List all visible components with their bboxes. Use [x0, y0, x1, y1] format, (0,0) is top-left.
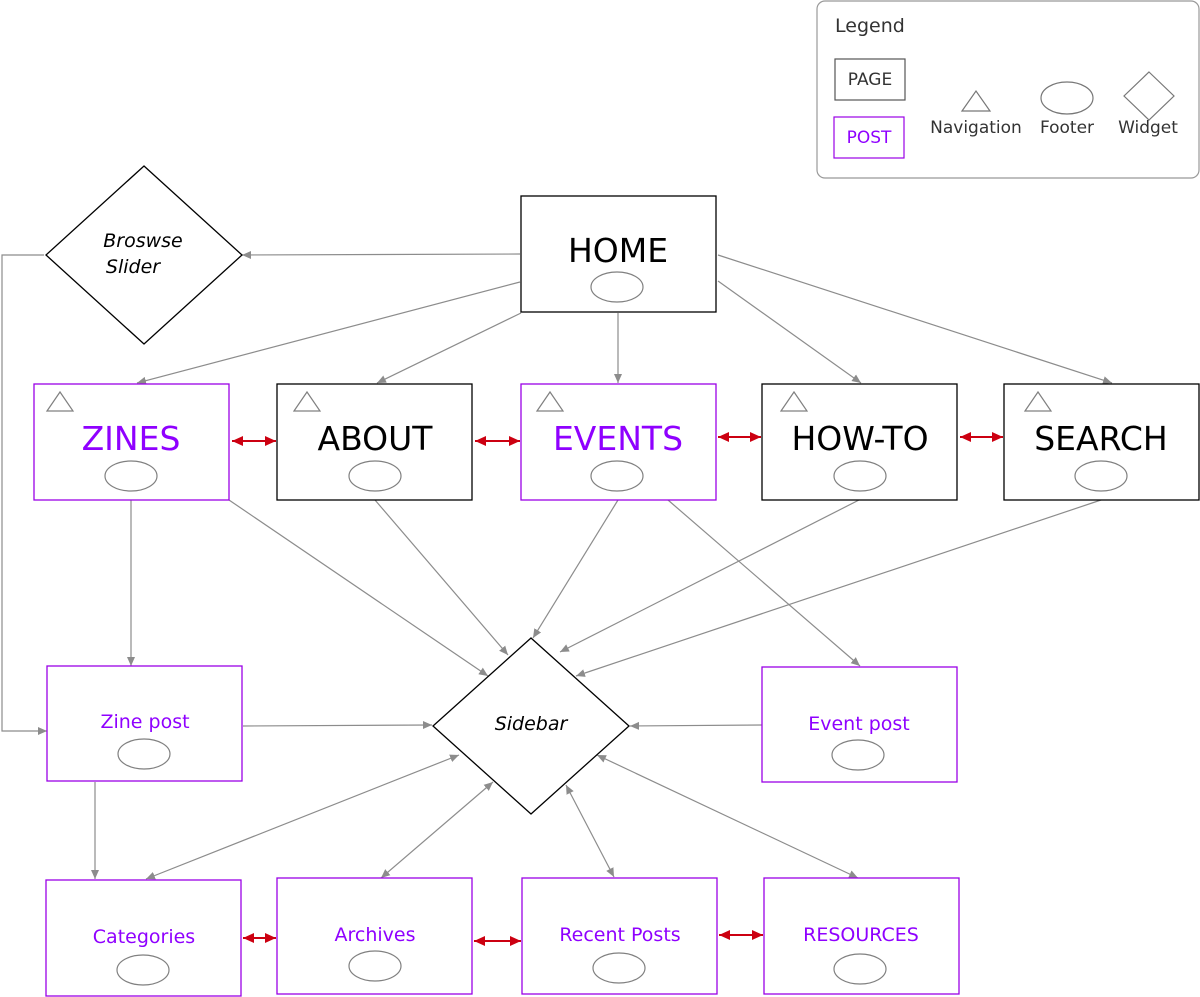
edge-sidebar-to-categories [145, 754, 460, 880]
node-categories: Categories [45, 879, 242, 997]
footer-ellipse-icon [117, 738, 171, 770]
node-archives: Archives [276, 877, 473, 995]
edge-search-to-sidebar [575, 499, 1102, 677]
legend-post-label: POST [847, 128, 892, 148]
footer-ellipse-icon [833, 460, 887, 492]
footer-ellipse-icon [1074, 460, 1128, 492]
edge-about-to-sidebar [374, 499, 509, 656]
legend-footer-label: Footer [1040, 118, 1094, 138]
widget-sidebar: Sidebar [432, 637, 630, 815]
edge-eventpost-to-sidebar [629, 721, 763, 730]
legend-panel: Legend PAGE POST Navigation Footer Widge… [816, 0, 1200, 179]
node-recent-posts-label: Recent Posts [559, 924, 680, 946]
node-archives-label: Archives [335, 924, 416, 946]
edge-home-to-browse [241, 250, 521, 259]
edge-zines-to-sidebar [228, 499, 489, 677]
legend-post-swatch: POST [833, 116, 905, 159]
node-event-post: Event post [761, 666, 958, 783]
node-events: EVENTS [520, 383, 717, 501]
footer-ellipse-icon [590, 460, 644, 492]
edge-sidebar-to-archives [380, 781, 494, 879]
edges-layer [1, 250, 1113, 946]
navigation-triangle-icon [960, 89, 992, 112]
edge-home-to-zines [136, 281, 521, 385]
node-howto-label: HOW-TO [791, 419, 928, 458]
node-howto: HOW-TO [761, 383, 958, 501]
legend-page-swatch: PAGE [834, 58, 906, 101]
node-events-label: EVENTS [553, 419, 683, 458]
footer-ellipse-icon [1040, 81, 1094, 115]
footer-ellipse-icon [104, 460, 158, 492]
edge-events-to-eventpost [667, 499, 861, 667]
node-resources-label: RESOURCES [803, 924, 919, 946]
navigation-triangle-icon [292, 390, 322, 412]
node-zine-post: Zine post [46, 665, 243, 782]
legend-page-label: PAGE [848, 70, 892, 90]
navigation-triangle-icon [779, 390, 809, 412]
legend-title: Legend [835, 15, 905, 37]
footer-ellipse-icon [348, 950, 402, 982]
widget-diamond-icon [1123, 71, 1175, 121]
footer-ellipse-icon [116, 954, 170, 986]
browse-slider-label-2: Slider [106, 256, 161, 278]
node-categories-label: Categories [93, 926, 195, 948]
edge-events-to-sidebar [532, 499, 619, 639]
node-zines-label: ZINES [82, 419, 181, 458]
widget-browse-slider: Broswse Slider [45, 165, 243, 345]
legend-navigation-label: Navigation [930, 118, 1022, 138]
edge-home-to-about [376, 312, 522, 384]
node-search-label: SEARCH [1034, 419, 1168, 458]
edge-home-to-howto [717, 280, 862, 384]
node-recent-posts: Recent Posts [521, 877, 718, 995]
edge-howto-to-sidebar [559, 499, 860, 653]
footer-ellipse-icon [833, 953, 887, 985]
footer-ellipse-icon [592, 952, 646, 984]
node-zine-post-label: Zine post [100, 711, 189, 733]
sidebar-label: Sidebar [495, 713, 569, 735]
navigation-triangle-icon [535, 390, 565, 412]
footer-ellipse-icon [831, 739, 885, 771]
node-home: HOME [520, 195, 717, 313]
footer-ellipse-icon [348, 460, 402, 492]
node-home-label: HOME [568, 231, 668, 270]
edge-browse-to-zinepost [1, 254, 47, 735]
node-search: SEARCH [1003, 383, 1200, 501]
node-about: ABOUT [276, 383, 473, 501]
browse-slider-label-1: Broswse [103, 230, 183, 252]
legend-widget-label: Widget [1118, 118, 1178, 138]
footer-ellipse-icon [590, 271, 644, 303]
edge-sidebar-to-recent [565, 784, 615, 878]
node-zines: ZINES [33, 383, 230, 501]
navigation-triangle-icon [45, 390, 75, 412]
node-resources: RESOURCES [763, 877, 960, 995]
edge-home-to-search [717, 254, 1113, 385]
edge-zinepost-to-sidebar [242, 721, 433, 730]
node-event-post-label: Event post [808, 713, 910, 735]
edge-sidebar-to-resources [596, 754, 859, 879]
navigation-triangle-icon [1023, 390, 1053, 412]
node-about-label: ABOUT [318, 419, 434, 458]
